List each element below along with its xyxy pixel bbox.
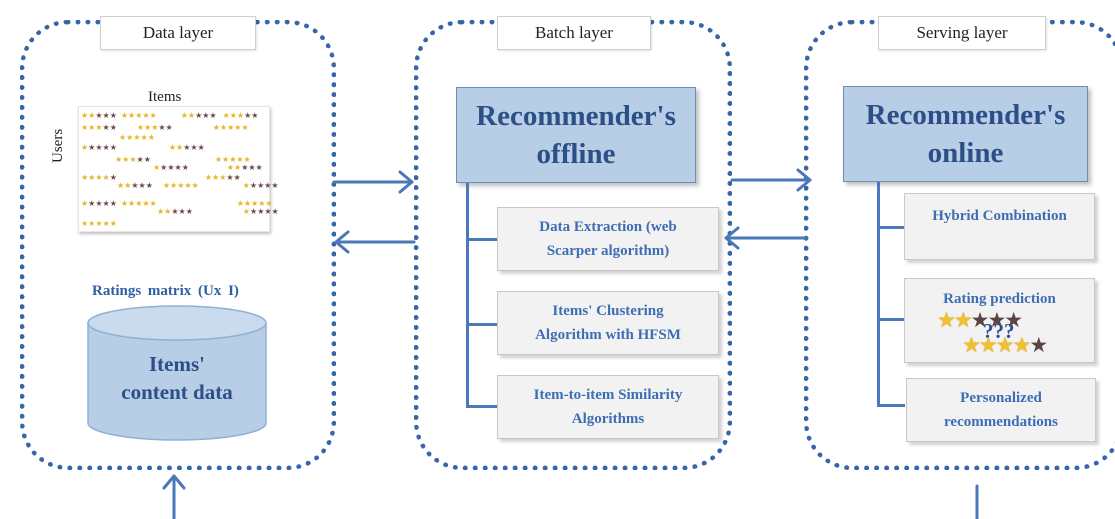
data-extraction-step: Data Extraction (web Scarper algorithm) [497,207,719,271]
database-label-line2: content data [121,380,233,404]
offline-title-line1: Recommender's [476,100,676,132]
items-axis-label: Items [148,89,182,105]
serving-layer-title: Serving layer [878,16,1046,50]
matrix-row: ★★★★★ ★★★★★ [115,155,251,164]
step-label-line1: Item-to-item Similarity [533,387,683,403]
database-label-line1: Items' [149,352,205,376]
matrix-row: ★★★★★ [119,133,155,142]
arrow-batch-to-data-head [334,230,350,254]
ratings-matrix: ★★★★★ ★★★★★ ★★★★★ ★★★★★ ★★★★★ ★★★★★ ★★★★… [78,106,279,232]
matrix-row: ★★★★★ [81,219,117,228]
serving-tree-trunk [877,182,880,407]
matrix-row: ★★★★★ ★★★★★ ★★★★★ [81,123,249,132]
ratings-matrix-caption: Ratings matrix (Ux I) [92,283,239,299]
online-title-line1: Recommender's [865,99,1066,131]
step-label-line2: Scarper algorithm) [546,243,670,259]
step-label-line1: Items' Clustering [552,303,664,319]
matrix-row: ★★★★★ ★★★★★ ★★★★★ [117,181,279,190]
database-label: Items' content data [88,350,266,406]
batch-tree-branch [466,323,498,326]
arrow-data-to-batch-head [398,170,414,194]
rating-stars-predicted: ★★★★★ [962,333,1048,357]
batch-layer-title: Batch layer [497,16,651,50]
batch-tree-branch [466,238,498,241]
personalized-recommendations-step: Personalized recommendations [906,378,1096,442]
step-label-line2: Algorithms [571,411,645,427]
step-label-line1: Hybrid Combination [932,208,1067,224]
unknown-rating-label: ??? [983,319,1015,343]
matrix-row: ★★★★★ ★★★★★ [81,143,205,152]
serving-tree-branch [877,226,905,229]
step-label-line1: Data Extraction (web [539,219,677,235]
step-label-line1: Personalized [960,390,1042,406]
batch-tree-trunk [466,183,469,406]
data-layer-title: Data layer [100,16,256,50]
matrix-row: ★★★★★ ★★★★★ [81,173,241,182]
matrix-row: ★★★★★ ★★★★★ [153,163,263,172]
similarity-step: Item-to-item Similarity Algorithms [497,375,719,439]
matrix-row: ★★★★★ ★★★★★ [157,207,279,216]
recommender-offline-box: Recommender's offline [456,87,696,183]
recommender-online-box: Recommender's online [843,86,1088,182]
step-label-line2: Algorithm with HFSM [535,327,681,343]
batch-tree-branch [466,405,498,408]
matrix-row: ★★★★★ ★★★★★ ★★★★★ ★★★★★ [81,111,259,120]
users-axis-label: Users [50,128,66,163]
step-label-line2: recommendations [944,414,1058,430]
hybrid-combination-step: Hybrid Combination [904,193,1095,260]
items-clustering-step: Items' Clustering Algorithm with HFSM [497,291,719,355]
arrow-input-to-data-head [162,474,186,490]
rating-stars-known: ★★★★★ [937,308,1023,332]
online-title-line2: online [927,137,1004,169]
step-label-line1: Rating prediction [943,291,1056,307]
offline-title-line2: offline [536,138,616,170]
rating-prediction-step: Rating prediction [904,278,1095,363]
serving-tree-branch [877,404,905,407]
serving-tree-branch [877,318,905,321]
matrix-row: ★★★★★ ★★★★★ ★★★★★ [81,199,273,208]
